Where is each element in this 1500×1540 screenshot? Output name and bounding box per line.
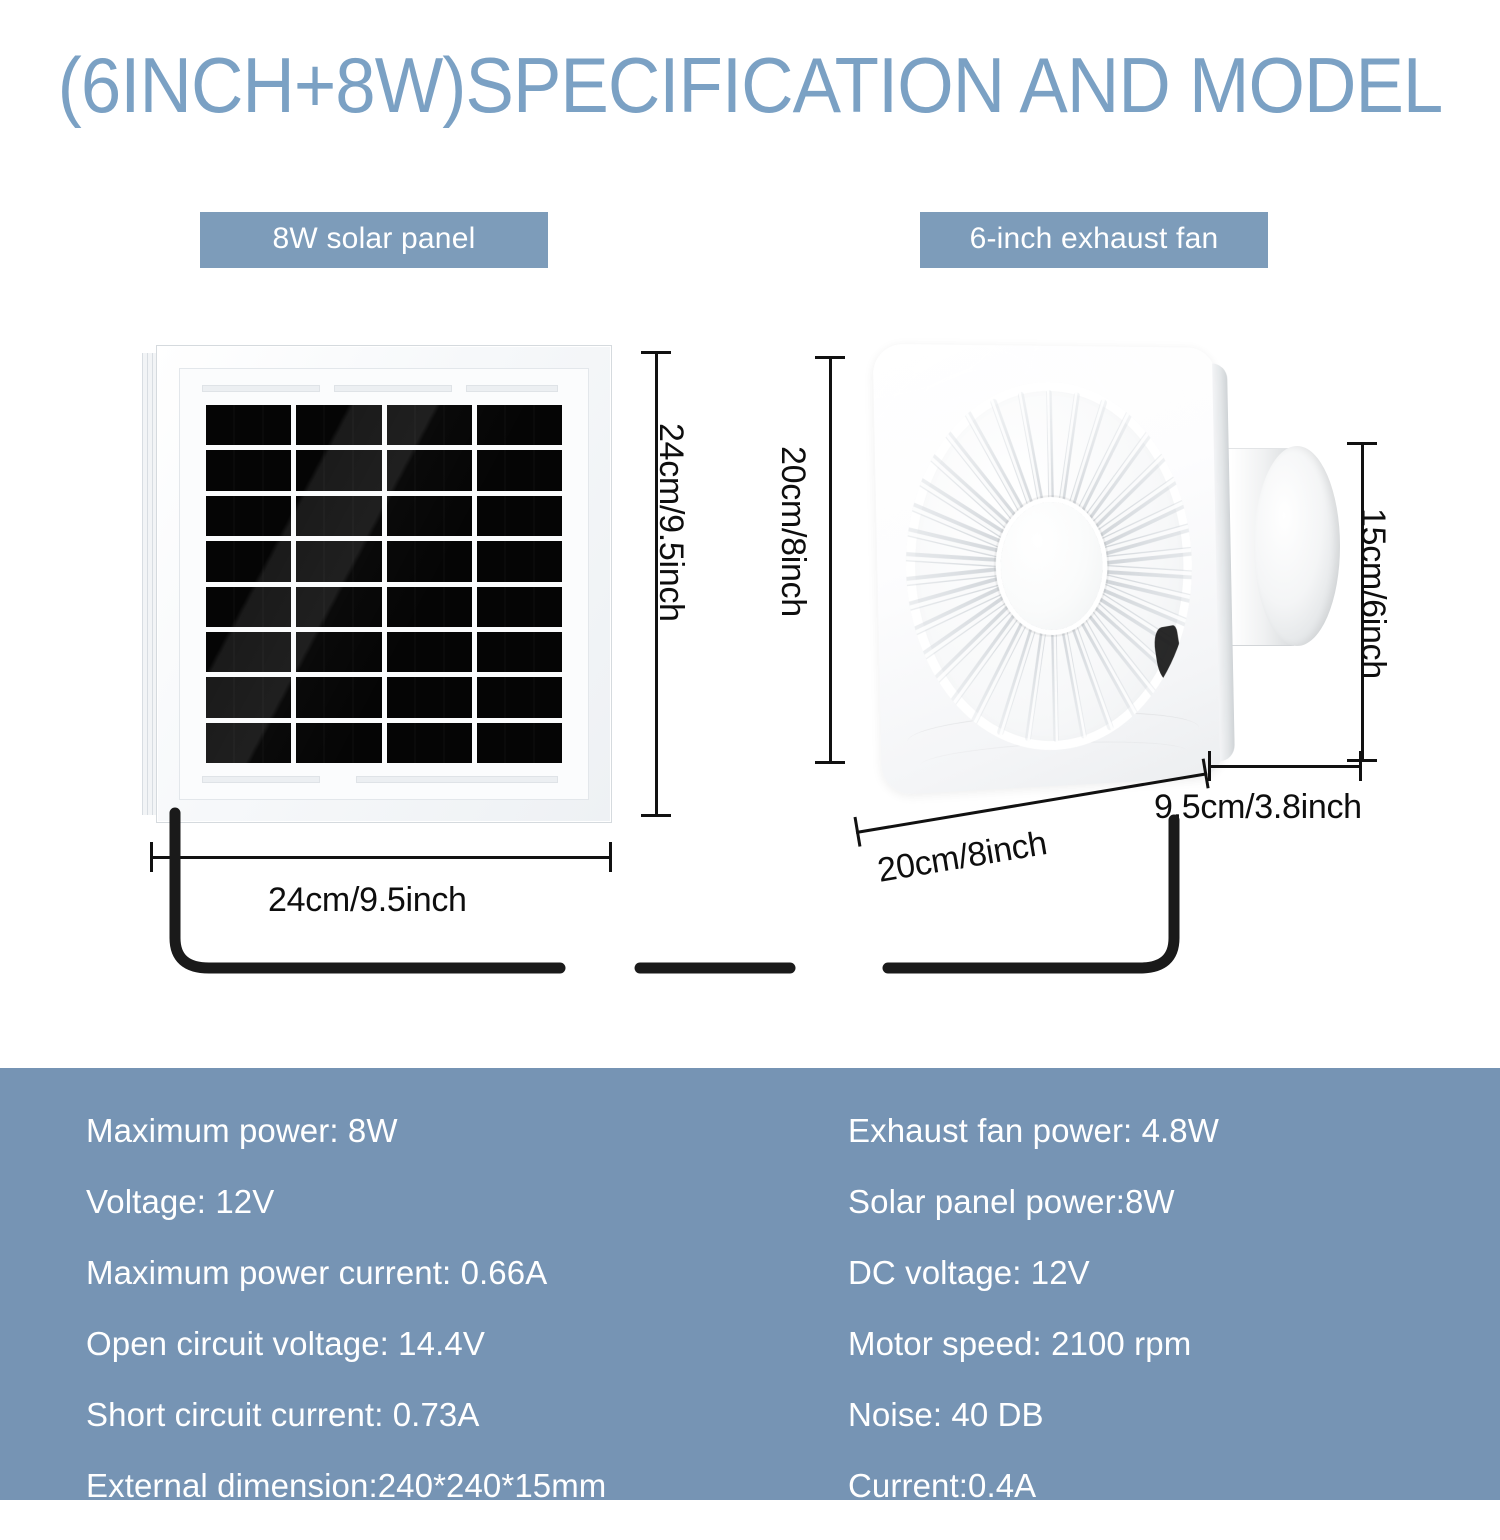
solar-cell [386, 495, 472, 537]
connection-cable [169, 807, 1180, 974]
spec-line: Solar panel power:8W [848, 1183, 1175, 1220]
busbar-strip [334, 385, 452, 392]
solar-cell [476, 541, 562, 582]
solar-cell [206, 405, 292, 446]
solar-cell [296, 586, 382, 627]
solar-cell [206, 450, 292, 491]
solar-cell [206, 495, 292, 537]
solar-cell [296, 405, 382, 446]
exhaust-fan-spec-column: Exhaust fan power: 4.8W Solar panel power… [848, 1114, 1219, 1540]
exhaust-fan-section-label: 6-inch exhaust fan [920, 212, 1268, 268]
solar-cell [386, 450, 472, 491]
busbar-strip [202, 776, 320, 783]
solar-cell [296, 495, 382, 537]
spec-line: Short circuit current: 0.73A [86, 1396, 480, 1433]
solar-cell [476, 722, 562, 763]
product-illustration-stage: 24cm/9.5inch 24cm/9.5inch 20cm/8inch [0, 300, 1500, 1277]
solar-cell [206, 677, 292, 718]
solar-cell [386, 586, 472, 627]
solar-cell [386, 541, 472, 582]
duct-opening [1254, 446, 1340, 646]
solar-cell [386, 631, 472, 673]
spec-line: Maximum power: 8W [86, 1112, 398, 1149]
busbar-strip [356, 776, 558, 783]
solar-cell [206, 586, 292, 627]
spec-line: Voltage: 12V [86, 1183, 275, 1220]
solar-cell [296, 631, 382, 673]
solar-cell [386, 677, 472, 718]
solar-cell [386, 405, 472, 446]
busbar-strip [466, 385, 558, 392]
spec-line: Exhaust fan power: 4.8W [848, 1112, 1219, 1149]
page-title: (6INCH+8W)SPECIFICATION AND MODEL [57, 41, 1444, 129]
spec-line: Current:0.4A [848, 1467, 1037, 1504]
spec-line: Open circuit voltage: 14.4V [86, 1325, 485, 1362]
cable-segment-solar [169, 807, 566, 974]
solar-cell [296, 450, 382, 491]
duct-depth-dimension-label: 9.5cm/3.8inch [1154, 788, 1362, 826]
solar-panel-spec-column: Maximum power: 8W Voltage: 12V Maximum pow… [86, 1114, 606, 1540]
solar-cell [476, 631, 562, 673]
spec-line: Motor speed: 2100 rpm [848, 1325, 1192, 1362]
solar-cell [476, 586, 562, 627]
solar-panel-section-label: 8W solar panel [200, 212, 548, 268]
exhaust-fan-image: 20cm/8inch 15cm/6inch 9.5cm/3.8inch 20cm… [774, 328, 1392, 890]
solar-cell [296, 722, 382, 763]
solar-cell [476, 677, 562, 718]
solar-cell [476, 450, 562, 491]
solar-cell [206, 722, 292, 763]
solar-cell [206, 631, 292, 673]
cable-segment-fan [882, 814, 1180, 974]
solar-cell [476, 495, 562, 537]
spec-line: DC voltage: 12V [848, 1254, 1090, 1291]
solar-cell [206, 541, 292, 582]
solar-cell [386, 722, 472, 763]
solar-cell [296, 677, 382, 718]
busbar-strip [202, 385, 320, 392]
spec-line: Noise: 40 DB [848, 1396, 1044, 1433]
solar-cell [476, 405, 562, 446]
solar-cell [296, 541, 382, 582]
panel-width-dimension-label: 24cm/9.5inch [268, 881, 467, 919]
solar-cell-grid [206, 405, 562, 763]
specification-panel: Maximum power: 8W Voltage: 12V Maximum pow… [0, 1068, 1500, 1502]
spec-line: Maximum power current: 0.66A [86, 1254, 548, 1291]
spec-line: External dimension:240*240*15mm [86, 1467, 607, 1504]
